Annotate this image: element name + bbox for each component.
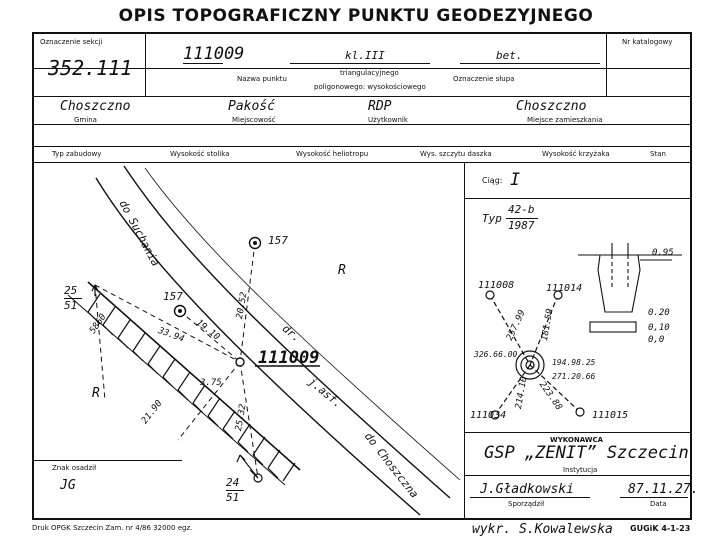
dist-5: 3.75 <box>200 378 222 388</box>
divider <box>32 162 692 163</box>
main-point-label: 111009 <box>258 348 320 368</box>
table-height-label: Wysokość stolika <box>170 150 230 158</box>
gmina-value: Choszczno <box>60 99 131 114</box>
frac-line <box>506 218 538 219</box>
divider <box>183 63 223 64</box>
point-se: 111015 <box>592 410 629 421</box>
measure-line <box>177 361 241 441</box>
mark-value: JG <box>60 478 76 493</box>
point-material: bet. <box>496 49 523 62</box>
section-label: Oznaczenie sekcji <box>40 38 103 46</box>
town-label: Miejscowość <box>232 116 276 124</box>
pole-label: Oznaczenie słupa <box>453 75 515 83</box>
form-title: OPIS TOPOGRAFICZNY PUNKTU GEODEZYJNEGO <box>118 6 594 26</box>
plate-height-label: Wys. szczytu daszka <box>420 150 492 158</box>
user-label: Użytkownik <box>368 116 408 124</box>
fence-line <box>87 281 301 471</box>
date-label: Data <box>650 500 667 508</box>
point-sw: 111034 <box>470 410 507 421</box>
divider <box>464 432 692 433</box>
measure-line <box>239 361 259 479</box>
divider <box>464 162 465 520</box>
frac-bottom-bottom: 51 <box>226 491 240 504</box>
divider <box>32 96 692 97</box>
depth-095: 0.95 <box>652 248 674 258</box>
typ-top: 42-b <box>508 203 535 216</box>
main-point-marker <box>235 357 245 367</box>
heliotrope-height-label: Wysokość heliotropu <box>296 150 369 158</box>
angle-right-2: 271.20.66 <box>552 372 596 381</box>
ciag-value: I <box>510 170 521 190</box>
type-line-2: poligonowego: wysokościowego <box>314 83 426 91</box>
point-class: kl.III <box>345 49 385 62</box>
site-sketch <box>67 165 461 516</box>
fence-hatching <box>87 293 296 482</box>
road-edge-south <box>95 177 421 516</box>
frac-line <box>226 490 244 491</box>
measure-line <box>94 284 106 401</box>
network-diagram <box>485 290 585 420</box>
depth-00: 0,0 <box>648 335 665 345</box>
town-value: Pakość <box>228 99 275 114</box>
monument-section <box>578 243 682 333</box>
frac-bottom-top: 24 <box>226 476 240 489</box>
author-value: J.Gładkowski <box>480 482 574 497</box>
gmina-label: Gmina <box>74 116 97 124</box>
build-type-label: Typ zabudowy <box>52 150 102 158</box>
divider <box>460 63 600 64</box>
parcel-r-east: R <box>338 263 346 278</box>
catalog-label: Nr katalogowy <box>622 38 673 46</box>
institution-label: Instytucja <box>563 466 598 474</box>
mark-label: Znak osadził <box>52 464 97 472</box>
divider <box>606 32 607 96</box>
parcel-r-west: R <box>92 386 100 401</box>
divider <box>145 32 146 96</box>
ref-point-a-label: 157 <box>268 234 288 247</box>
user-value: RDP <box>368 99 392 114</box>
road-edge-north <box>123 165 451 499</box>
frac-left-top: 25 <box>64 284 78 297</box>
residence-value: Choszczno <box>516 99 587 114</box>
section-value: 352.111 <box>48 56 133 80</box>
ciag-label: Ciąg: <box>482 176 503 185</box>
typ-bottom: 1987 <box>508 219 535 232</box>
angle-right-1: 194.98.25 <box>552 358 596 367</box>
point-ne: 111014 <box>546 283 583 294</box>
frac-left-bottom: 51 <box>64 299 78 312</box>
contractor-name: GSP „ZENIT” Szczecin <box>484 443 689 463</box>
angle-left: 326.66.00 <box>474 350 518 359</box>
frac-line <box>64 298 82 299</box>
typ-label: Typ <box>482 212 502 225</box>
point-nw: 111008 <box>478 280 515 291</box>
depth-010: 0,10 <box>648 323 670 333</box>
print-info: Druk OPGK Szczecin Zam. nr 4/86 32000 eg… <box>32 524 193 532</box>
divider <box>32 146 692 147</box>
form-code: GUGiK 4-1-23 <box>630 524 691 533</box>
form-frame <box>32 32 692 520</box>
ref-point-b-label: 157 <box>163 290 183 303</box>
divider <box>290 63 430 64</box>
depth-020: 0.20 <box>648 308 670 318</box>
cross-height-label: Wysokość krzyżaka <box>542 150 610 158</box>
type-line-1: triangulacyjnego <box>340 69 399 77</box>
state-label: Stan <box>650 150 666 158</box>
point-number: 111009 <box>183 44 245 64</box>
divider <box>32 460 182 461</box>
measure-line <box>239 242 256 363</box>
measure-line <box>94 284 241 363</box>
contractor-label: WYKONAWCA <box>550 436 604 444</box>
name-label: Nazwa punktu <box>237 75 287 83</box>
divider <box>620 497 688 498</box>
date-value: 87.11.27. <box>628 482 699 497</box>
drawn-by: wykr. S.Kowalewska <box>472 522 613 537</box>
residence-label: Miejsce zamieszkania <box>527 116 603 124</box>
measure-line <box>179 310 241 363</box>
divider <box>464 198 692 199</box>
divider <box>32 124 692 125</box>
divider <box>464 475 692 476</box>
divider <box>470 497 590 498</box>
author-label: Sporządził <box>508 500 545 508</box>
divider <box>32 68 692 69</box>
